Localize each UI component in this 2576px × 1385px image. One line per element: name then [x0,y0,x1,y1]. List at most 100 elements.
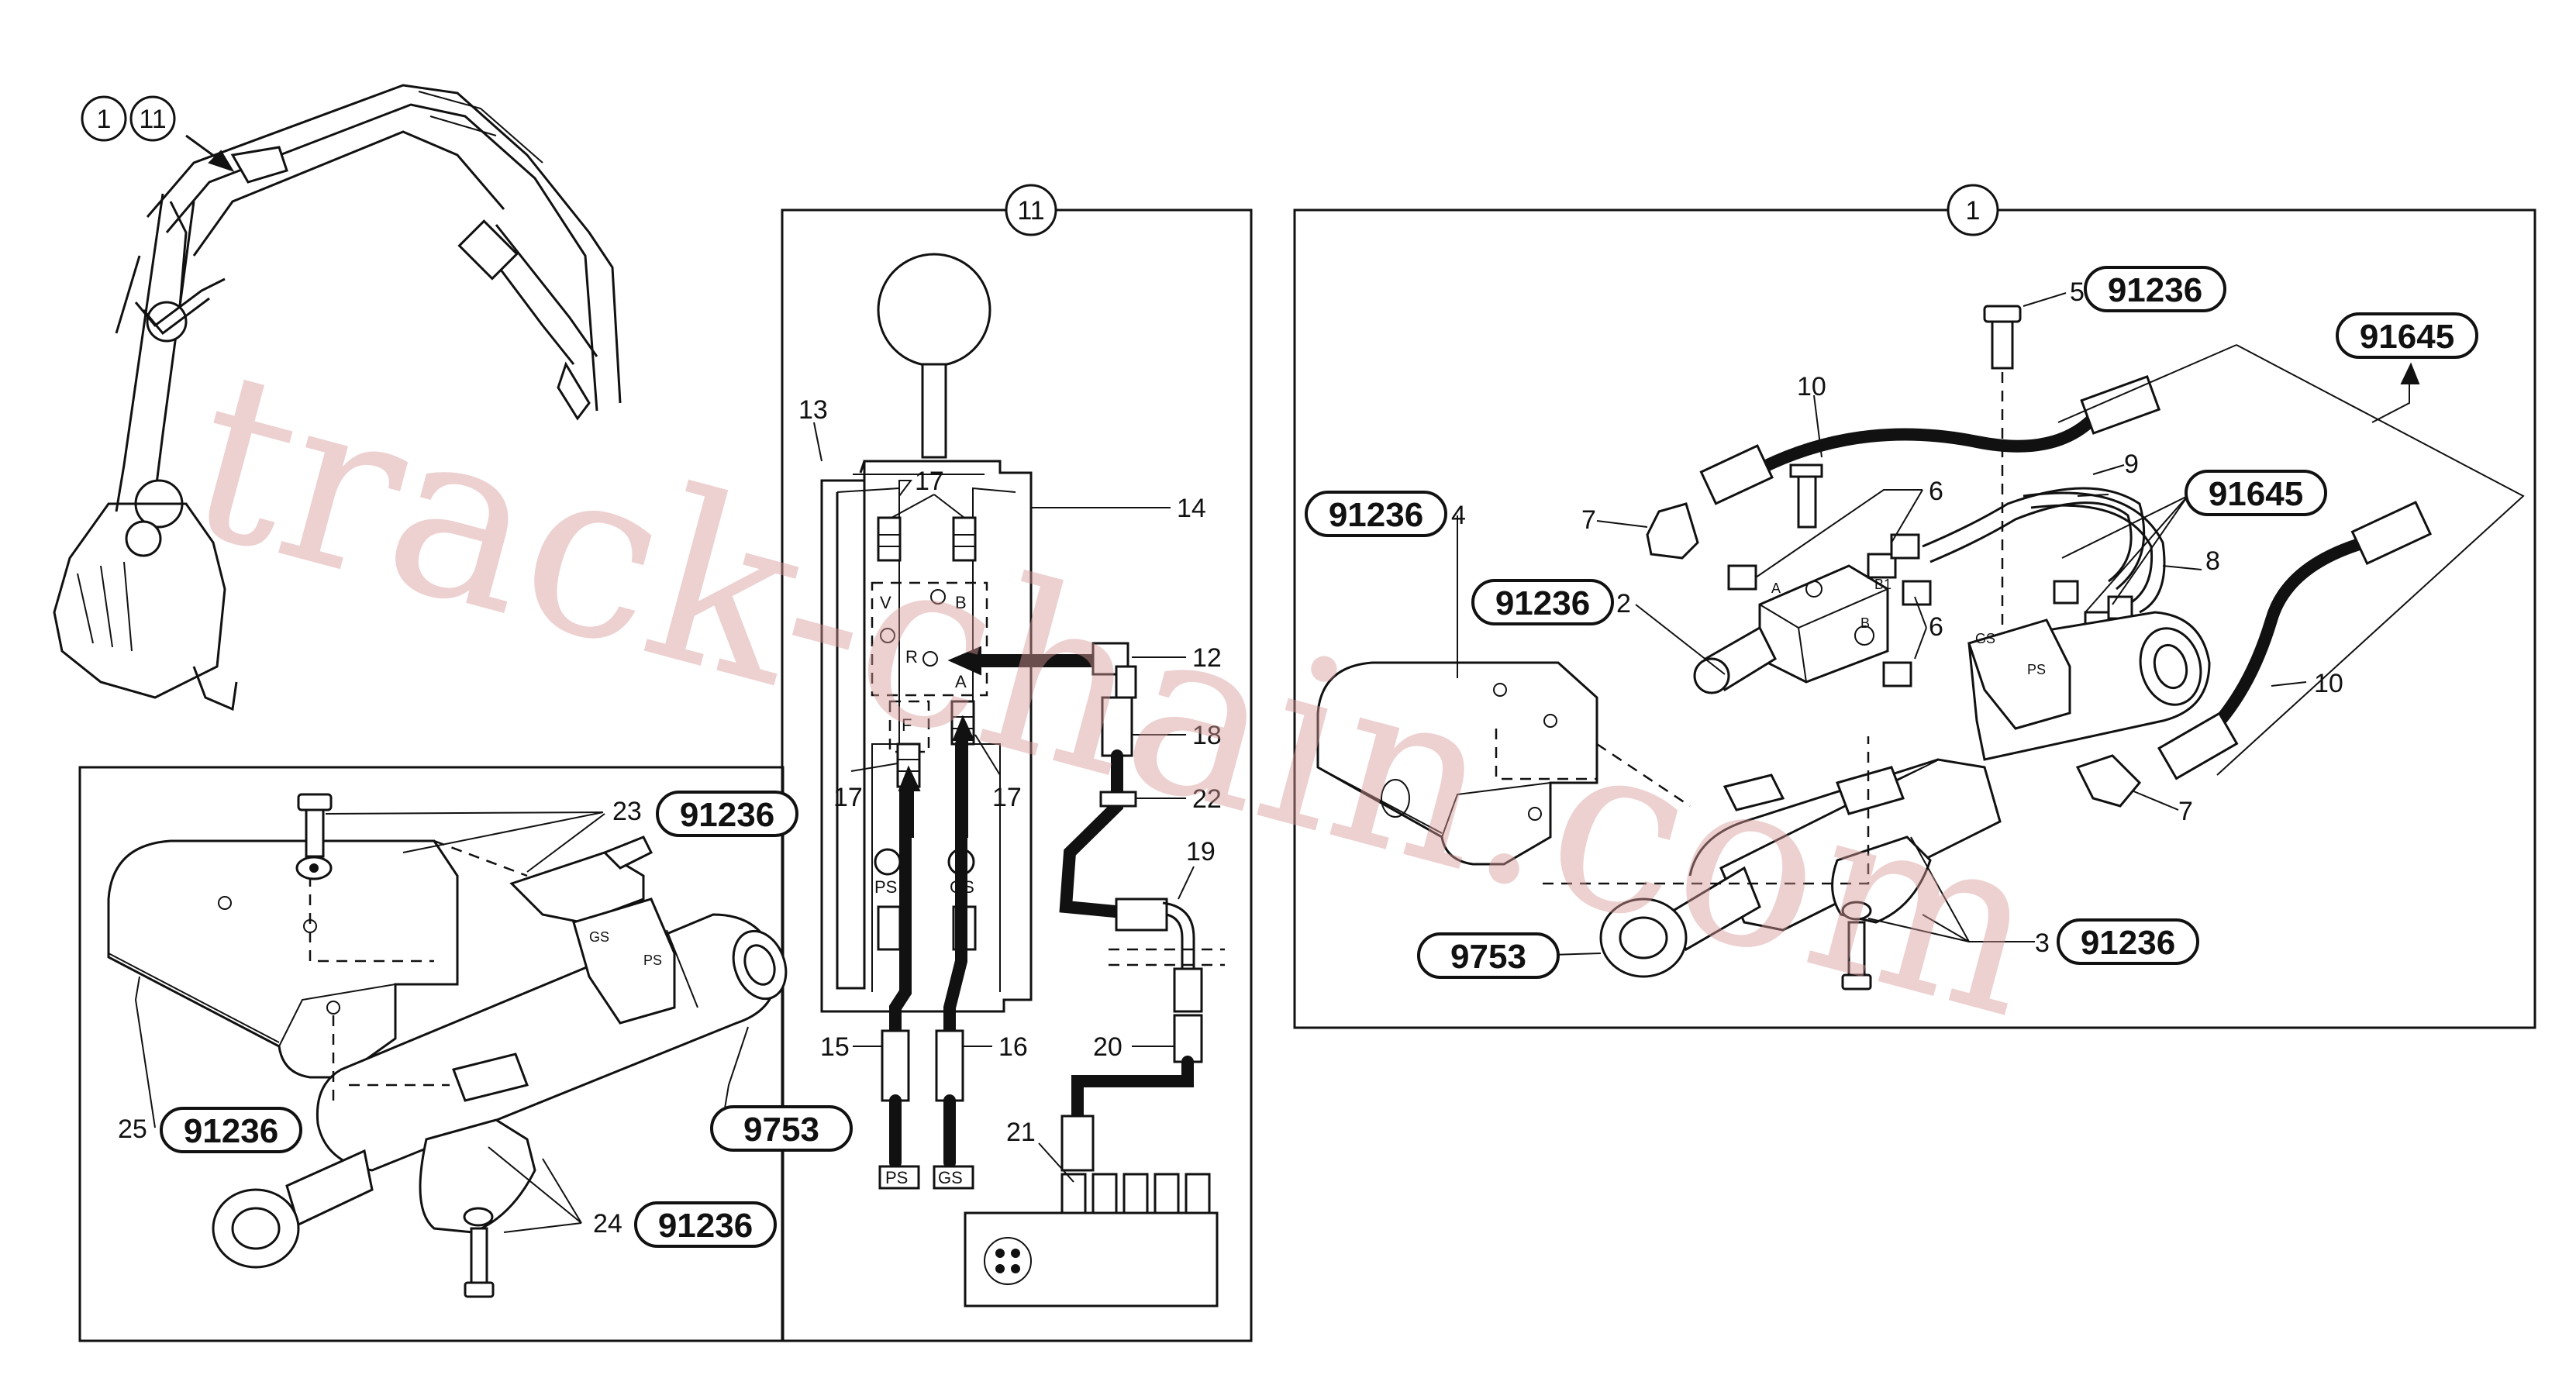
gs-ps-block-right [1967,618,2071,730]
bolt-5 [1991,312,2014,370]
middle-panel: V B R A F PS GS PS [798,253,1225,1307]
part-number-12: 12 [1192,643,1222,673]
left-panel: GS PS 23 91236 25 91236 9753 24 [107,791,853,1298]
part-number-24: 24 [593,1209,622,1239]
part-number-16: 16 [998,1032,1028,1062]
ref-box-5 [2084,266,2226,312]
ref-91645-mid-text: 91645 [2209,475,2303,513]
bracket-3-top [1723,773,1785,811]
panel-11-callout-text: 11 [1017,196,1044,226]
part-number-10-top: 10 [1797,372,1826,401]
part-number-2: 2 [1616,589,1631,618]
ref-box-25 [160,1107,302,1153]
tag-ps-left: PS [643,953,662,968]
port-f-label: F [902,715,912,735]
hose-10-lower-fitting-bottom [2157,711,2239,780]
part-number-6-bottom: 6 [1929,612,1943,642]
ref-box-2 [1471,579,1614,625]
fitting-6-a [1727,564,1757,591]
pipe-9 [1922,487,2146,591]
elbow-7-right [2075,754,2142,808]
part-number-25: 25 [118,1115,147,1144]
ref-24-text: 91236 [658,1207,753,1245]
guard-cover-4 [1316,661,1598,866]
tag-gs-bottom [933,1165,974,1190]
part-number-5: 5 [2070,277,2085,307]
bracket-top-left [452,1053,529,1102]
part-number-4: 4 [1451,501,1466,530]
part-number-7-left: 7 [1581,505,1596,535]
callout-circle-11 [129,95,176,142]
ref-box-23 [656,791,798,837]
bolt-24 [470,1227,488,1288]
callout-group-top-left: 1 11 [81,95,176,142]
fitting-17-upper-left [877,516,902,562]
elbow-7-left [1646,502,1699,560]
port-b-label: B [955,593,967,612]
port-b-label-right: B [1860,615,1870,631]
fitting-17-upper-right [952,516,977,562]
valve-housing [820,460,1033,1013]
panel-1-callout [1947,184,1999,236]
part-number-13: 13 [798,395,828,425]
right-panel-frame [1293,208,2536,1029]
part-number-20: 20 [1093,1032,1122,1062]
part-number-7-right: 7 [2178,797,2193,826]
part-number-3: 3 [2035,929,2050,958]
part-number-14: 14 [1177,494,1206,523]
port-a-label: A [955,672,967,691]
valve-inner-box [871,581,988,697]
ref-9753-left-text: 9753 [743,1111,819,1149]
fitting-6-c [1890,533,1920,560]
washer-3 [1841,901,1872,921]
ref-2-text: 91236 [1495,584,1590,622]
fitting-15 [881,1029,910,1102]
part-number-19: 19 [1186,837,1216,866]
part-number-17-top: 17 [915,467,944,496]
part-number-9: 9 [2124,450,2139,479]
callout-circle-1 [81,95,127,142]
port-r-label: R [905,647,918,667]
part-number-15: 15 [820,1032,850,1062]
ref-23-text: 91236 [680,796,774,834]
ref-91645-top-text: 91645 [2360,318,2454,356]
fitting-16 [935,1029,964,1102]
fitting-6-e [1882,661,1912,687]
manifold-21 [964,1211,1219,1307]
ref-box-3 [2057,918,2199,965]
ref-box-9753-left [710,1105,853,1152]
bracket-3-left [1836,766,1905,815]
fitting-6-d [1902,580,1932,606]
part-number-21: 21 [1006,1118,1036,1147]
ref-25-text: 91236 [184,1112,278,1150]
callout-1-text: 1 [97,105,112,134]
part-number-10-lower: 10 [2314,669,2343,698]
fitting-20 [1173,1014,1203,1063]
hose-10-lower-fitting-top [2350,501,2433,565]
part-number-23: 23 [612,797,642,826]
joystick-shaft [921,363,947,459]
part-number-22: 22 [1192,784,1222,814]
guard-cover [107,839,459,1079]
ref-box-24 [634,1201,777,1248]
hose-10-top [1754,412,2099,475]
ref-4-text: 91236 [1329,496,1423,534]
ref-box-9753-right [1417,932,1560,979]
tag-gs-right: GS [1975,631,1995,646]
ref-box-4 [1305,491,1447,537]
ref-9753-right-text: 9753 [1450,938,1526,976]
callout-11-text: 11 [139,105,166,134]
hose-10-top-fitting-left [1699,444,1774,505]
washer-24 [463,1207,494,1227]
part-number-6-top: 6 [1929,477,1943,506]
fitting-21-hose-end [1060,1115,1095,1172]
pipe-8 [2023,491,2166,614]
gs-ps-block-left [572,897,676,1025]
ref-box-91645-top [2336,312,2478,359]
part-number-17-right: 17 [992,783,1022,812]
part-number-18: 18 [1192,721,1222,750]
port-v-label: V [880,593,891,612]
panel-1-callout-text: 1 [1966,196,1981,226]
fitting-18 [1101,696,1133,757]
